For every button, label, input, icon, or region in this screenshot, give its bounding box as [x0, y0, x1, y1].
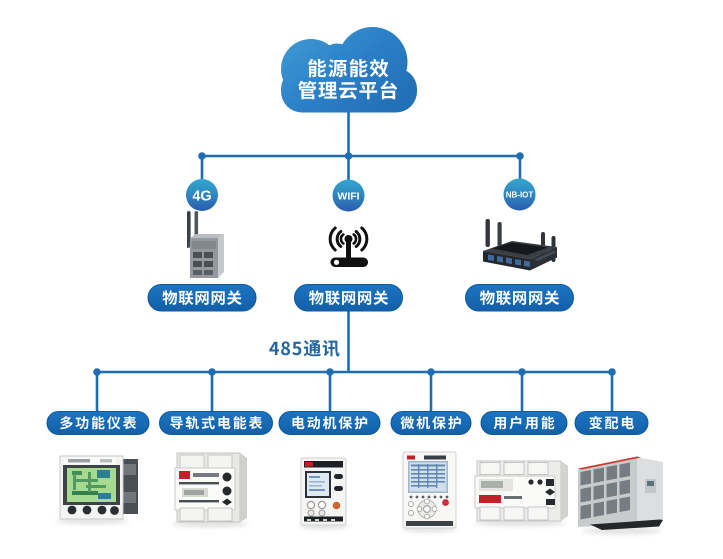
svg-text:WIFI: WIFI — [337, 191, 359, 203]
svg-text:NB-IOT: NB-IOT — [506, 191, 534, 200]
svg-text:4G: 4G — [192, 189, 211, 205]
